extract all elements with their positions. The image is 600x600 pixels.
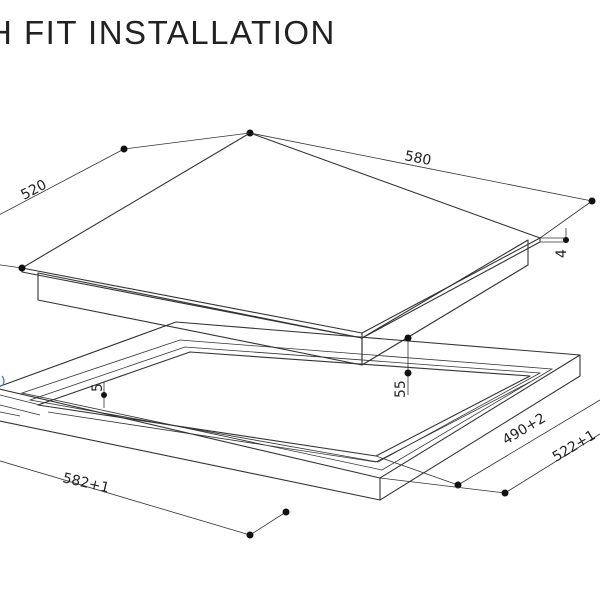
dim-580-label: 580	[403, 148, 432, 169]
recess-rebate	[20, 339, 554, 471]
dimension-582: 582+1	[0, 460, 290, 539]
glass-top-thickness	[21, 238, 541, 339]
dim-520-line	[0, 148, 125, 215]
dim-582-label: 582+1	[61, 470, 111, 496]
dim-522-ext	[379, 477, 506, 494]
dim-522-label: 522+1	[550, 427, 599, 465]
dim-520-start	[18, 264, 26, 272]
glass-top	[21, 132, 541, 339]
hob-body	[37, 239, 529, 366]
dim-580-end	[588, 197, 596, 205]
worktop-front-thickness	[0, 355, 581, 501]
left-stub-top	[0, 394, 41, 406]
dim-520-label: 520	[18, 177, 49, 204]
dim-522-start	[501, 489, 509, 497]
page-title: H FIT INSTALLATION	[0, 14, 336, 51]
dim-582-line	[0, 460, 251, 536]
dim-520-ext-bottom	[0, 264, 23, 269]
dim-490-ext	[375, 455, 459, 486]
dim-5-label: 5	[90, 383, 106, 392]
left-stub-bottom	[0, 404, 41, 416]
dim-582-ext	[249, 511, 287, 536]
hob-body-side	[361, 239, 529, 366]
worktop-outer-edge	[0, 321, 581, 479]
dimension-520: 520	[0, 132, 251, 272]
dimension-580: 580	[246, 129, 596, 239]
dim-520-ext-top	[123, 132, 251, 150]
dim-5-dot	[101, 392, 107, 398]
recess-floor	[47, 381, 531, 463]
dim-490-line	[457, 399, 600, 486]
dim-580-ext	[539, 200, 593, 239]
left-stub-inner	[0, 411, 21, 417]
worktop-frame	[0, 321, 581, 501]
dim-4-label: 4	[554, 249, 570, 258]
cutout-hole	[37, 351, 531, 457]
dimension-4: 4	[540, 228, 570, 258]
dim-520-end	[120, 145, 128, 153]
dim-55-top	[404, 334, 412, 342]
glass-top-surface	[21, 132, 541, 334]
dim-582-ext-end	[282, 508, 290, 516]
dim-490-label: 490+2	[500, 410, 549, 448]
dimension-522: 522+1	[379, 427, 600, 497]
dim-580-line	[249, 132, 593, 202]
dim-522-line	[504, 433, 600, 494]
dim-55-bottom	[404, 369, 412, 377]
hob-body-front	[37, 272, 363, 366]
dimension-5: 5	[90, 382, 107, 408]
recess-step	[28, 346, 542, 463]
dim-582-end	[246, 531, 254, 539]
dim-55-label: 55	[393, 380, 409, 398]
dimension-55: 55	[393, 334, 412, 398]
accent-mark	[1, 375, 5, 387]
dim-4-dot	[563, 237, 569, 243]
